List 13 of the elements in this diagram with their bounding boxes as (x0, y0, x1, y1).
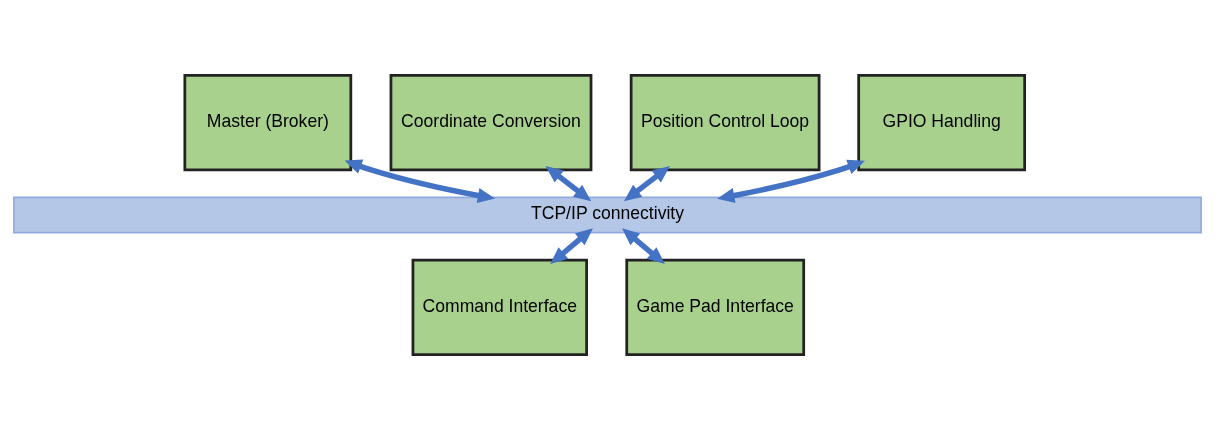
node-box: TCP/IP connectivity (13, 196, 1202, 234)
arrow (622, 228, 665, 265)
arrow (344, 159, 496, 203)
node-box: Game Pad Interface (625, 258, 806, 356)
arrow (623, 165, 670, 202)
node-box: GPIO Handling (857, 74, 1027, 172)
arrow (550, 228, 593, 265)
node-box: Master (Broker) (183, 74, 353, 172)
arrow (717, 159, 866, 203)
node-box: Position Control Loop (629, 74, 821, 172)
node-box: Command Interface (411, 258, 588, 356)
arrow (545, 165, 592, 202)
node-box: Coordinate Conversion (389, 74, 593, 172)
